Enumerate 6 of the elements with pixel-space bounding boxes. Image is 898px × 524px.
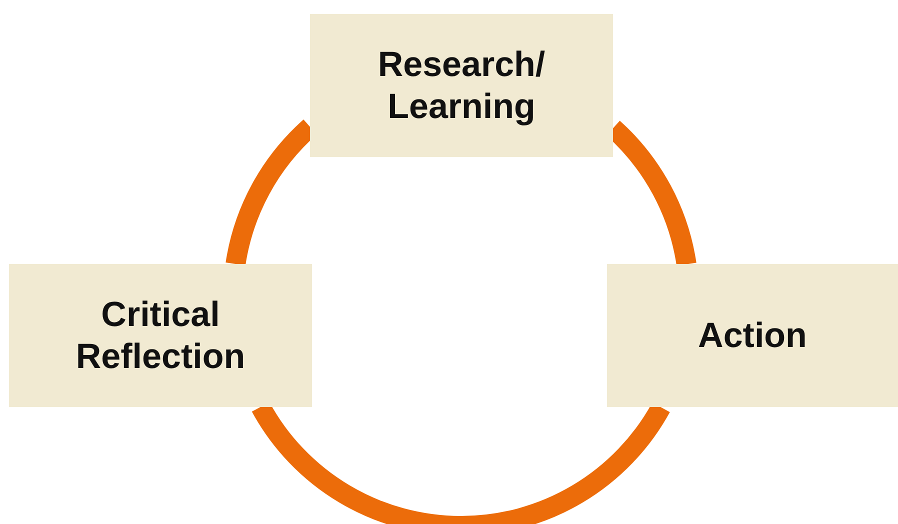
box-label: Critical Reflection [74, 294, 246, 378]
process-box [9, 264, 312, 407]
process-box [310, 14, 613, 157]
box-label: Action [698, 314, 807, 356]
process-box [607, 264, 898, 407]
box-label: Research/ Learning [376, 44, 546, 128]
